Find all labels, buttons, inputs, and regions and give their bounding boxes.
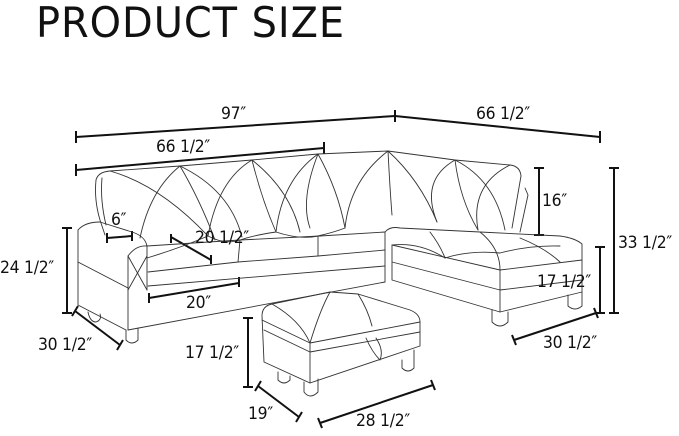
dim-arm-height: 24 1/2″ (0, 258, 54, 278)
dim-ottoman-length: 28 1/2″ (356, 411, 410, 431)
dim-sofa-back-length: 66 1/2″ (156, 137, 210, 157)
dim-sofa-depth: 30 1/2″ (38, 335, 92, 355)
dim-ottoman-height: 17 1/2″ (185, 343, 239, 363)
dim-total-height: 33 1/2″ (618, 233, 672, 253)
page-title: PRODUCT SIZE (36, 0, 346, 47)
dim-arm-width: 6″ (111, 210, 127, 230)
dim-seat-width: 20″ (186, 293, 211, 313)
dim-chaise-length: 66 1/2″ (476, 104, 530, 124)
dim-seat-depth: 20 1/2″ (195, 228, 249, 248)
dim-chaise-width: 30 1/2″ (543, 333, 597, 353)
dim-back-cushion-height: 16″ (542, 191, 567, 211)
dim-total-length: 97″ (221, 104, 246, 124)
sofa-outline (77, 150, 583, 397)
dim-chaise-seat-height: 17 1/2″ (537, 272, 591, 292)
dim-ottoman-depth: 19″ (248, 404, 273, 424)
dimension-lines (62, 110, 619, 429)
